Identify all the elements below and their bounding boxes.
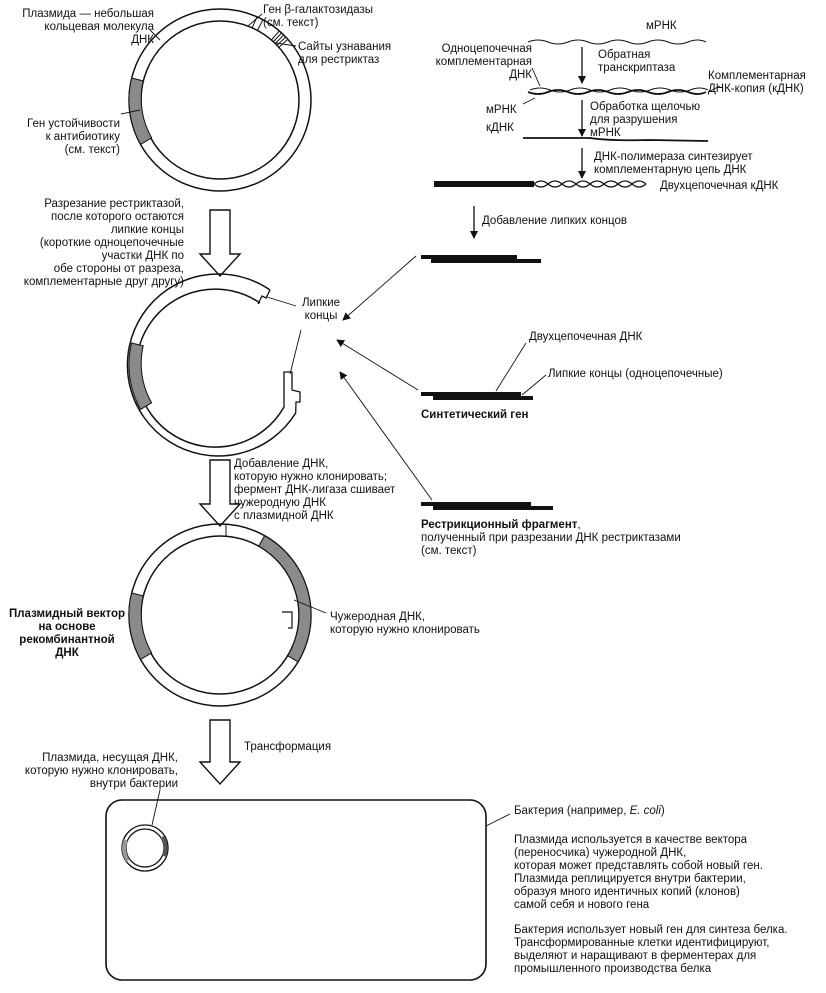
bacterium-cell [105,799,487,981]
bacterium-label-post: ) [660,805,665,817]
plasmid-in-bacterium-label: Плазмида, несущая ДНК, которую нужно кло… [24,752,178,790]
comp-cdna-label: Комплементарная ДНК-копия (кДНК) [708,70,806,95]
beta-gal-gene-label: Ген β-галактозидазы (см. текст) [263,4,374,29]
plasmid-label: Плазмида — небольшая кольцевая молекула … [22,8,154,46]
restriction-fragment [421,502,553,510]
inserted-foreign-dna [258,535,312,663]
bacterium-label-pre: Бактерия (например, [514,805,630,817]
restriction-fragment-bold: Рестрикционный фрагмент [421,519,578,531]
resistance-gene-vector [128,592,153,661]
bacterium-text-1: Плазмида используется в качестве вектора… [514,834,763,911]
add-dna-label: Добавление ДНК, которую нужно клонироват… [234,458,396,522]
ds-cdna-label: Двухцепочечная кДНК [660,180,779,192]
mrna-top-label: мРНК [646,20,677,32]
transformation-label: Трансформация [244,741,332,753]
plasmid-1-leaders [120,13,297,115]
polymerase-label: ДНК-полимераза синтезирует комплементарн… [594,151,753,176]
down-arrow-1 [198,209,242,278]
synthetic-gene [421,392,533,400]
sticky-ends-leaders [266,296,302,375]
plasmid-recombinant [128,523,312,707]
bacterium-text-2: Бактерия использует новый ген для синтез… [514,924,788,975]
sticky-end-bottom [283,371,301,414]
ds-cdna-bar [434,181,534,187]
plasmid-cut [126,273,301,457]
rev-transcriptase-label: Обратная транскриптаза [598,49,676,74]
cut-step-label: Разрезание рестриктазой, после которого … [23,198,184,288]
arrow-cdna-to-plasmid [342,255,417,321]
synthetic-gene-label: Синтетический ген [421,409,529,421]
bacterium-leader [485,813,511,827]
alkali-label: Обработка щелочью для разрушения мРНК [590,101,701,139]
mrna-cdna-hybrid-cdna [527,89,707,95]
arrow-fragment-to-plasmid [339,371,433,501]
sticky-single-label: Липкие концы (одноцепочечные) [548,368,723,380]
cdna-single-strand [523,137,709,142]
restriction-fragment-desc: полученный при разрезании ДНК рестриктаз… [421,532,681,557]
mrna-mid-label: мРНК [486,104,517,116]
antibiotic-resistance-gene [128,77,153,146]
down-arrow-2 [198,459,242,528]
ds-dna-label: Двухцепочечная ДНК [529,331,643,343]
mrna-strand-top [527,39,707,45]
restriction-fragment-comma: , [577,519,581,531]
ss-comp-dna-label: Одноцепочечная комплементарная ДНК [435,43,532,81]
add-sticky-label: Добавление липких концов [482,215,627,227]
sticky-end-top [257,289,271,305]
plasmid-in-bact-leader [151,789,161,826]
plasmid-in-bacterium [121,824,169,872]
sticky-ends-label: Липкие концы [301,297,341,322]
mrna-cdna-hybrid-mrna [529,87,709,93]
restriction-sites-label: Сайты узнавания для рестриктаз [298,41,392,66]
ds-cdna-helix-b [533,180,647,188]
down-arrow-3 [198,719,242,786]
vector-label: Плазмидный вектор на основе рекомбинантн… [8,608,126,659]
cdna-mid-label: кДНК [486,122,514,134]
foreign-dna-label: Чужеродная ДНК, которую нужно клонироват… [330,611,480,636]
bacterium-label: Бактерия (например, E. coli) [514,805,665,818]
resistance-gene-label: Ген устойчивости к антибиотику (см. текс… [27,118,120,156]
arrow-gene-to-plasmid [336,339,419,391]
bacterium-species: E. coli [629,805,661,817]
cdna-with-sticky-ends [421,255,541,263]
antibiotic-resistance-gene-2 [128,342,153,411]
restriction-fragment-title: Рестрикционный фрагмент, [421,519,581,532]
foreign-dna-leader [293,599,327,614]
